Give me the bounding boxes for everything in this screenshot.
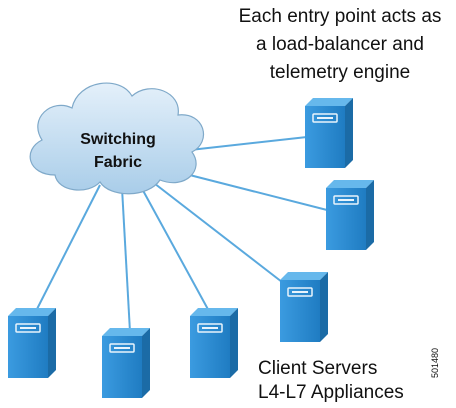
caption-line-2: a load-balancer and — [256, 34, 424, 55]
server-mid-right — [280, 272, 328, 342]
link-server-center — [139, 184, 211, 314]
figure-id: 501480 — [430, 347, 440, 378]
caption-line-3: telemetry engine — [269, 62, 411, 83]
link-server-right — [169, 169, 328, 211]
cloud-label-line-2: Fabric — [93, 154, 142, 171]
server-center — [190, 308, 238, 378]
client-label-line-2: L4-L7 Appliances — [258, 382, 404, 403]
client-label-line-1: Client Servers — [258, 358, 378, 379]
server-right — [326, 180, 374, 250]
server-middle — [102, 328, 150, 398]
server-left — [8, 308, 56, 378]
link-server-middle — [121, 187, 131, 333]
cloud-shape — [29, 82, 204, 195]
links — [34, 136, 328, 333]
link-server-left — [34, 184, 101, 314]
link-server-top — [189, 136, 308, 151]
link-server-mid-right — [149, 179, 283, 283]
caption-line-1: Each entry point acts as — [238, 6, 442, 27]
cloud-label-line-1: Switching — [80, 131, 156, 148]
server-top — [305, 98, 353, 168]
